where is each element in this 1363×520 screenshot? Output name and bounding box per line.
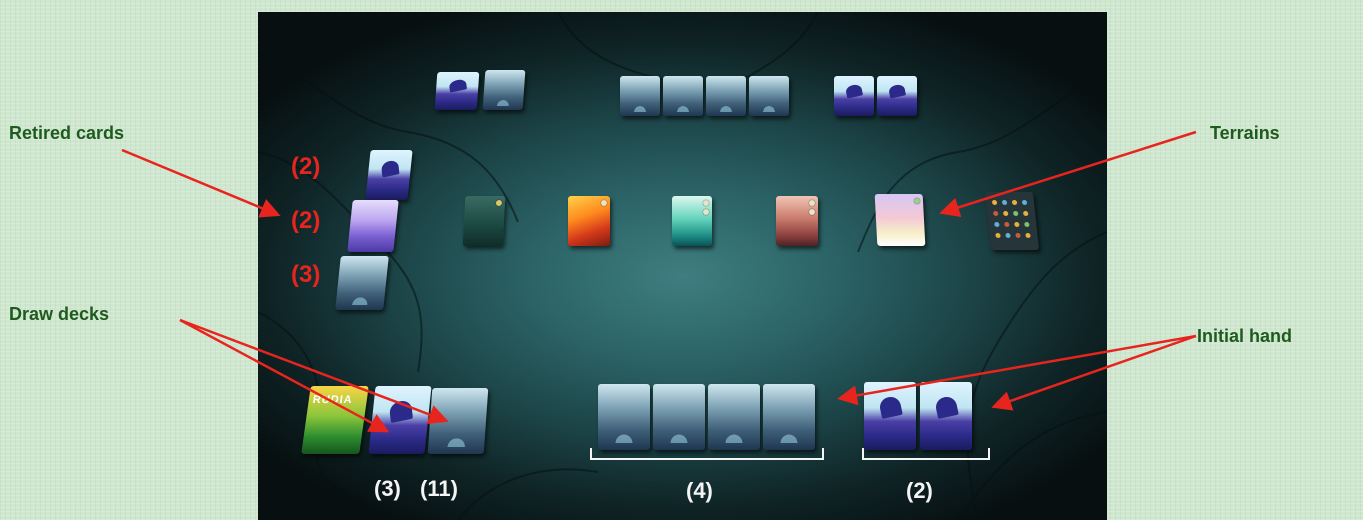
deck-flower-count: (3)	[374, 476, 401, 501]
draw-deck-flower[interactable]	[368, 386, 432, 454]
draw-deck-forest[interactable]	[427, 388, 489, 454]
game-board: RUDIA (3) (11) (4) (2)	[258, 12, 1107, 520]
terrain-card-jungle[interactable]	[462, 196, 506, 246]
deck-forest-count: (11)	[420, 476, 458, 501]
retired-count-1: (2)	[291, 153, 321, 180]
draw-decks-label: Draw decks	[9, 304, 110, 324]
initial-hand-forest-card[interactable]	[653, 384, 705, 450]
retired-cards-label: Retired cards	[9, 123, 125, 143]
hand-forest-count: (4)	[686, 478, 713, 503]
retired-cards-arrow	[121, 148, 281, 218]
opponent-hand-card[interactable]	[620, 76, 660, 116]
opponent-hand-card[interactable]	[749, 76, 789, 116]
initial-hand-label: Initial hand	[1197, 326, 1293, 346]
opponent-card[interactable]	[482, 70, 526, 110]
terrain-card-lava[interactable]	[568, 196, 610, 246]
retired-count-3: (3)	[291, 261, 321, 288]
opponent-hand-card[interactable]	[663, 76, 703, 116]
terrains-label: Terrains	[1210, 123, 1280, 143]
hand-flower-count: (2)	[906, 478, 933, 503]
hand-forest-bracket	[590, 448, 824, 460]
initial-hand-forest-card[interactable]	[763, 384, 815, 450]
token-grid-card[interactable]	[984, 192, 1040, 250]
retired-forest-card[interactable]	[335, 256, 389, 310]
retired-purple-card[interactable]	[347, 200, 399, 252]
initial-hand-flower-card[interactable]	[920, 382, 972, 450]
opponent-hand-card[interactable]	[706, 76, 746, 116]
initial-hand-forest-card[interactable]	[708, 384, 760, 450]
game-box[interactable]: RUDIA	[301, 386, 369, 454]
initial-hand-flower-card[interactable]	[864, 382, 916, 450]
terrain-card-canyon[interactable]	[776, 196, 818, 246]
terrain-card-pastel[interactable]	[874, 194, 926, 246]
opponent-hand-card[interactable]	[877, 76, 917, 116]
initial-hand-forest-card[interactable]	[598, 384, 650, 450]
game-box-title: RUDIA	[311, 394, 354, 406]
retired-count-2: (2)	[291, 207, 321, 234]
retired-flower-card[interactable]	[365, 150, 413, 200]
terrain-card-lagoon[interactable]	[672, 196, 712, 246]
opponent-hand-card[interactable]	[834, 76, 874, 116]
opponent-card[interactable]	[434, 72, 480, 110]
hand-flower-bracket	[862, 448, 990, 460]
